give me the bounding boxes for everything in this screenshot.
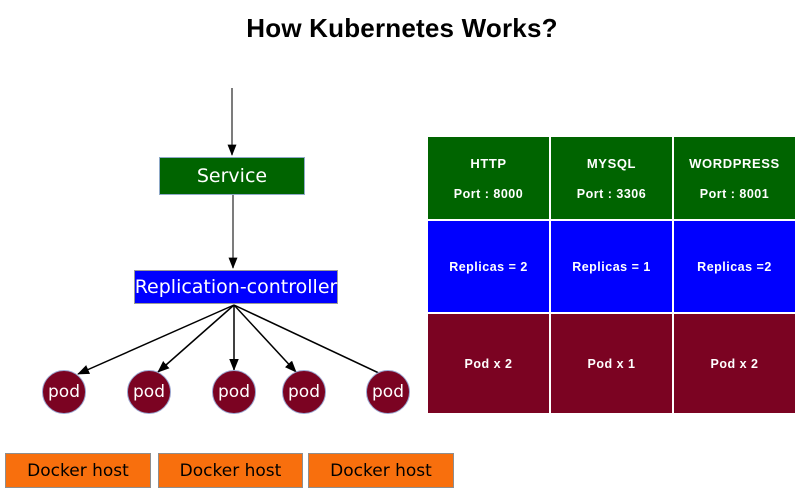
column-name-mysql: MYSQL	[586, 155, 637, 171]
replicas-value-wordpress: Replicas =2	[697, 259, 772, 274]
column-name-http: HTTP	[470, 155, 507, 171]
table-cell-http-header: HTTP Port : 8000	[428, 137, 551, 219]
pods-value-wordpress: Pod x 2	[710, 356, 759, 371]
replication-controller-node[interactable]: Replication-controller	[134, 270, 338, 304]
pod-node-3[interactable]: pod	[212, 370, 256, 414]
pods-value-http: Pod x 2	[464, 356, 513, 371]
replicas-value-http: Replicas = 2	[449, 259, 528, 274]
column-port-mysql: Port : 3306	[576, 186, 647, 201]
table-cell-http-replicas: Replicas = 2	[428, 219, 551, 312]
column-port-http: Port : 8000	[453, 186, 524, 201]
services-table: HTTP Port : 8000 MYSQL Port : 3306 WORDP…	[428, 137, 795, 413]
table-row-pods: Pod x 2 Pod x 1 Pod x 2	[428, 312, 795, 413]
table-cell-mysql-pods: Pod x 1	[551, 312, 674, 413]
replicas-value-mysql: Replicas = 1	[572, 259, 651, 274]
docker-host-1[interactable]: Docker host	[5, 453, 151, 488]
table-cell-wordpress-pods: Pod x 2	[674, 312, 795, 413]
table-cell-http-pods: Pod x 2	[428, 312, 551, 413]
pods-value-mysql: Pod x 1	[587, 356, 636, 371]
service-node[interactable]: Service	[159, 157, 305, 195]
table-row-header: HTTP Port : 8000 MYSQL Port : 3306 WORDP…	[428, 137, 795, 219]
table-cell-wordpress-header: WORDPRESS Port : 8001	[674, 137, 795, 219]
docker-host-2[interactable]: Docker host	[158, 453, 303, 488]
pod-node-1[interactable]: pod	[42, 370, 86, 414]
column-name-wordpress: WORDPRESS	[689, 155, 780, 171]
page-title: How Kubernetes Works?	[246, 13, 558, 43]
table-cell-mysql-header: MYSQL Port : 3306	[551, 137, 674, 219]
table-cell-mysql-replicas: Replicas = 1	[551, 219, 674, 312]
pod-node-5[interactable]: pod	[366, 370, 410, 414]
pod-node-2[interactable]: pod	[127, 370, 171, 414]
column-port-wordpress: Port : 8001	[699, 186, 770, 201]
docker-host-3[interactable]: Docker host	[308, 453, 454, 488]
table-cell-wordpress-replicas: Replicas =2	[674, 219, 795, 312]
pod-node-4[interactable]: pod	[282, 370, 326, 414]
table-row-replicas: Replicas = 2 Replicas = 1 Replicas =2	[428, 219, 795, 312]
